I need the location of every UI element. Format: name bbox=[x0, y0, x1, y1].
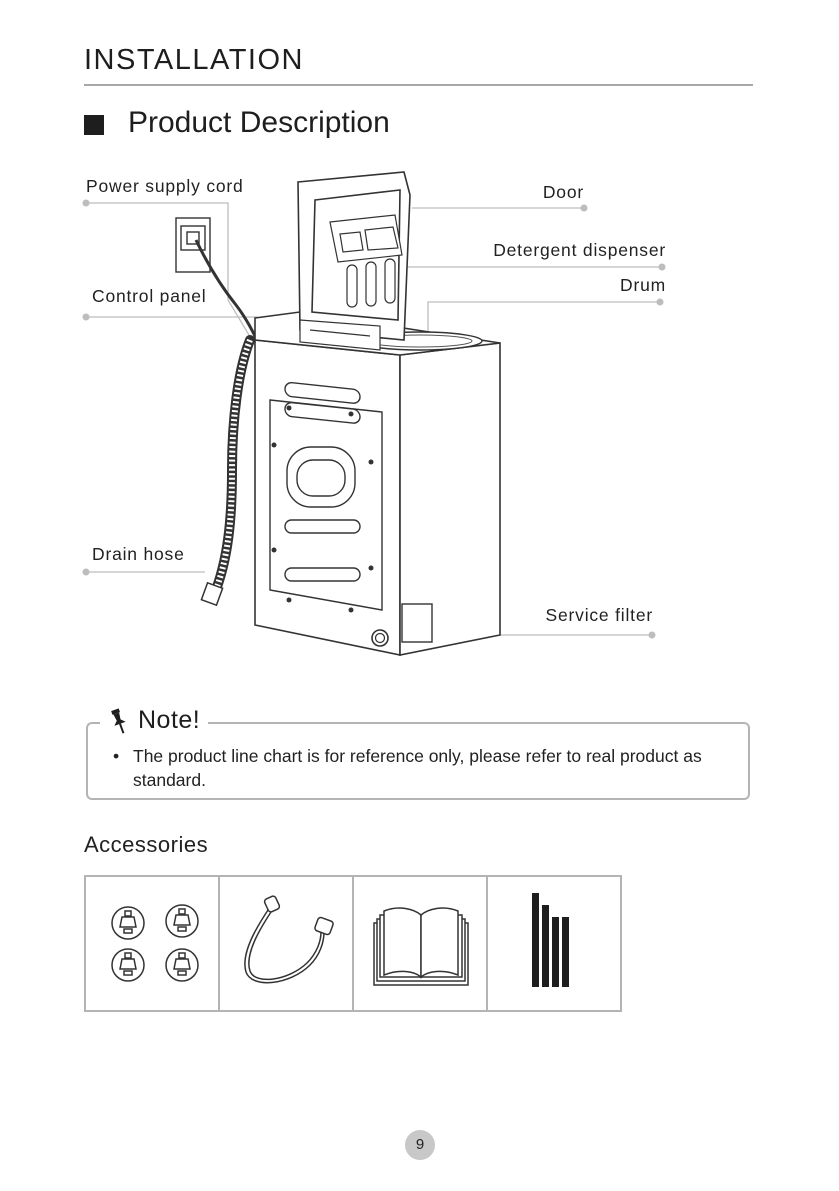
inlet-hose-icon bbox=[220, 877, 354, 1010]
bars-icon bbox=[488, 877, 622, 1010]
leader-dot bbox=[83, 200, 90, 207]
drain-hose bbox=[214, 340, 250, 595]
note-title: Note! bbox=[138, 706, 200, 735]
pushpin-icon bbox=[106, 707, 132, 735]
leader-dot bbox=[657, 299, 664, 306]
label-drain-hose: Drain hose bbox=[92, 544, 185, 565]
feet-caps-icon bbox=[86, 877, 220, 1010]
page-number-badge: 9 bbox=[405, 1130, 435, 1160]
label-detergent-dispenser: Detergent dispenser bbox=[462, 240, 666, 261]
accessory-cell-bars bbox=[488, 877, 620, 1010]
leader-dot bbox=[83, 314, 90, 321]
bullet: • bbox=[113, 744, 119, 768]
leader-dot bbox=[649, 632, 656, 639]
manual-book-icon bbox=[354, 877, 488, 1010]
port-icon bbox=[372, 630, 388, 646]
accessories-table bbox=[84, 875, 622, 1012]
accessories-title: Accessories bbox=[84, 832, 208, 858]
accessory-cell-manual bbox=[354, 877, 488, 1010]
wall-socket bbox=[176, 218, 210, 272]
side-panel bbox=[270, 382, 382, 610]
service-filter-cover bbox=[402, 604, 432, 642]
label-service-filter: Service filter bbox=[520, 605, 653, 626]
washing-machine-diagram bbox=[0, 0, 839, 700]
leader-dot bbox=[659, 264, 666, 271]
label-drum: Drum bbox=[566, 275, 666, 296]
label-power-supply-cord: Power supply cord bbox=[86, 176, 244, 197]
accessory-cell-inlet-hose bbox=[220, 877, 354, 1010]
note-header: Note! bbox=[100, 706, 208, 735]
leader-dot bbox=[83, 569, 90, 576]
note-body: The product line chart is for reference … bbox=[113, 744, 733, 792]
leader-dot bbox=[581, 205, 588, 212]
label-door: Door bbox=[500, 182, 584, 203]
label-control-panel: Control panel bbox=[92, 286, 207, 307]
accessory-cell-feet-caps bbox=[86, 877, 220, 1010]
note-text: • The product line chart is for referenc… bbox=[113, 744, 733, 792]
